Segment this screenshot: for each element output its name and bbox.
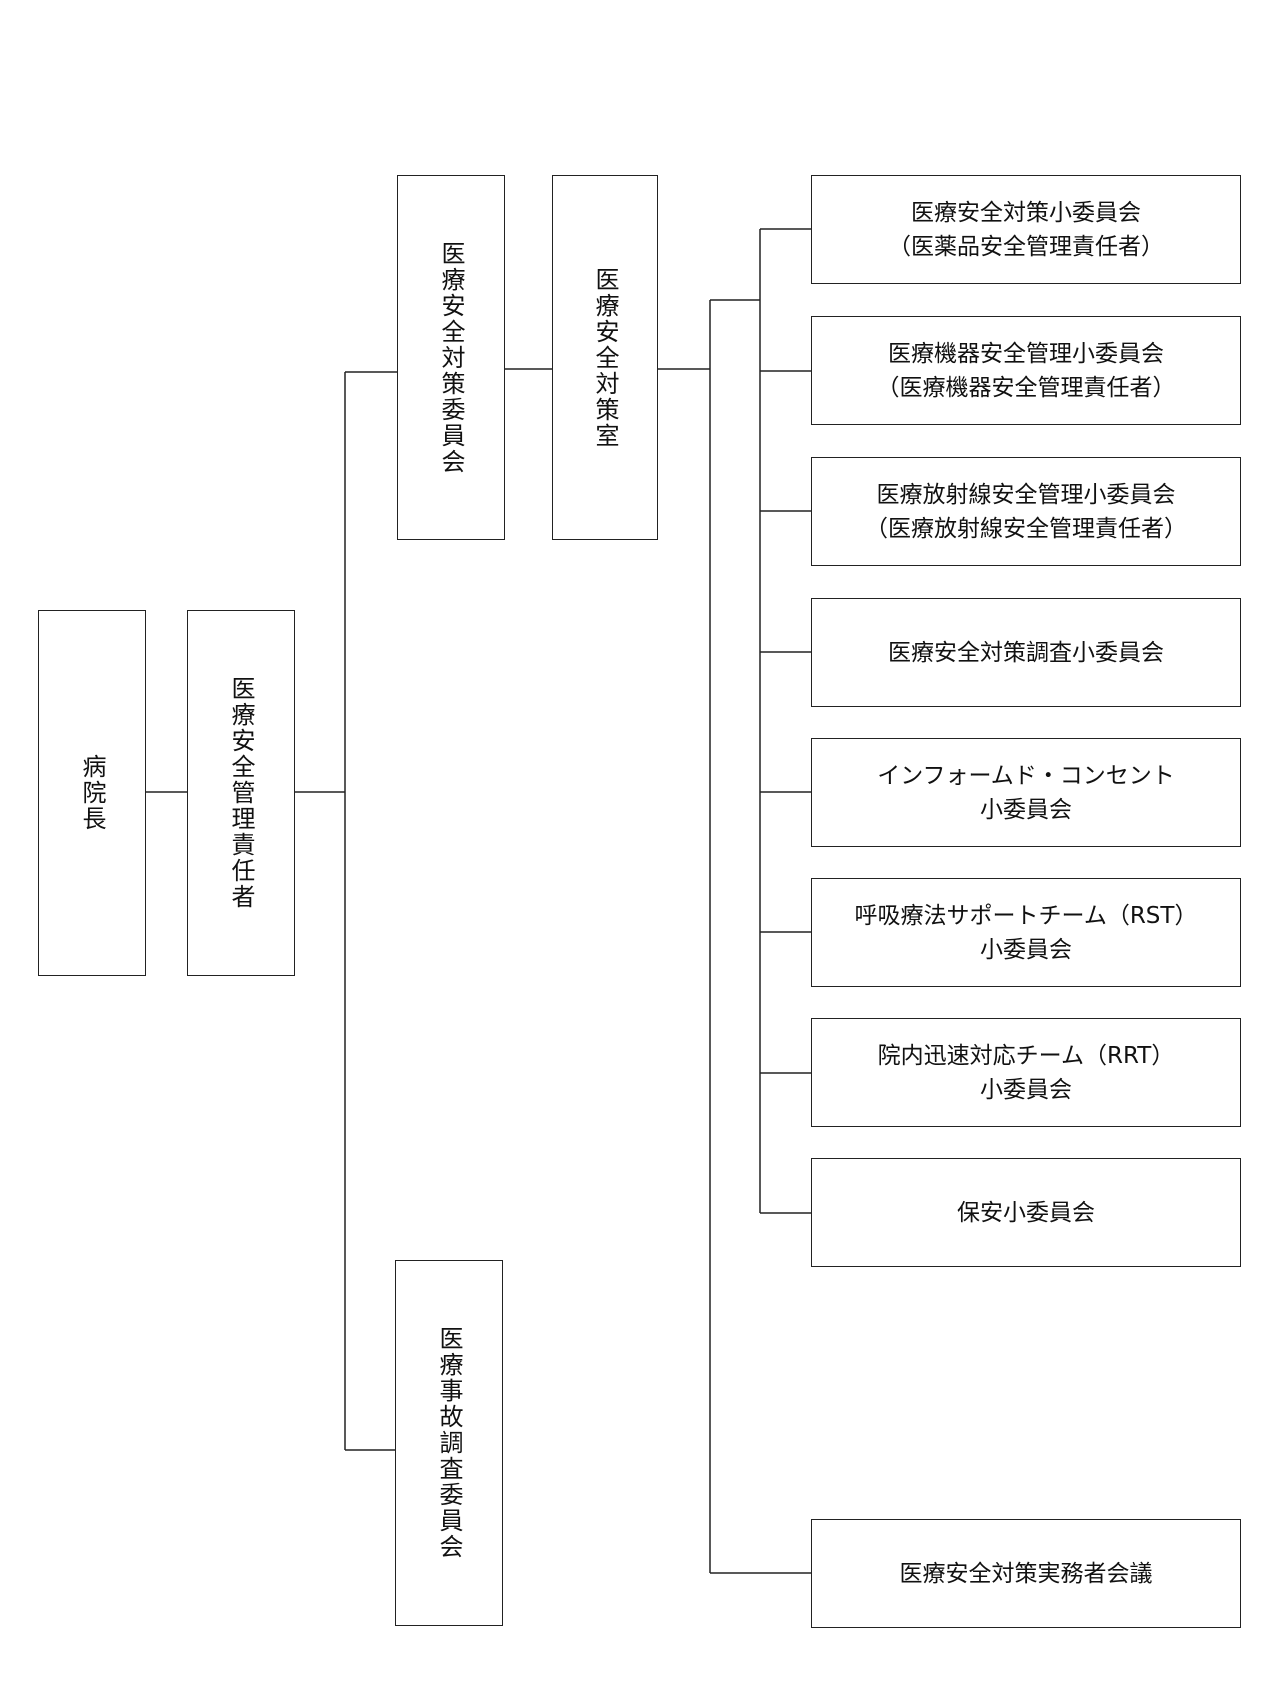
practitioners-meeting-label: 医療安全対策実務者会議 [899,1560,1153,1587]
sub-committee-box-3: 医療放射線安全管理小委員会 （医療放射線安全管理責任者） [811,457,1241,566]
sub-committee-box-2: 医療機器安全管理小委員会 （医療機器安全管理責任者） [811,316,1241,425]
sub-committee-7-line1: 院内迅速対応チーム（RRT） [877,1042,1175,1069]
sub-committee-2-line2: （医療機器安全管理責任者） [876,374,1176,401]
practitioners-meeting-box: 医療安全対策実務者会議 [811,1519,1241,1628]
sub-committee-1-line1: 医療安全対策小委員会 [911,199,1141,226]
sub-committee-8-line1: 保安小委員会 [957,1199,1095,1226]
accident-committee-label: 医療事故調査委員会 [435,1326,463,1560]
sub-committee-5-line1: インフォームド・コンセント [877,762,1175,789]
sub-committee-1-line2: （医薬品安全管理責任者） [888,233,1164,260]
safety-committee-label: 医療安全対策委員会 [437,240,465,475]
sub-committee-box-6: 呼吸療法サポートチーム（RST） 小委員会 [811,878,1241,987]
sub-committee-3-line2: （医療放射線安全管理責任者） [865,515,1187,542]
sub-committee-box-4: 医療安全対策調査小委員会 [811,598,1241,707]
sub-committee-box-5: インフォームド・コンセント 小委員会 [811,738,1241,847]
sub-committee-5-line2: 小委員会 [980,796,1072,823]
sub-committee-box-8: 保安小委員会 [811,1158,1241,1267]
sub-committee-6-line1: 呼吸療法サポートチーム（RST） [854,902,1198,929]
safety-manager-box: 医療安全管理責任者 [187,610,295,976]
sub-committee-2-line1: 医療機器安全管理小委員会 [888,340,1164,367]
accident-committee-box: 医療事故調査委員会 [395,1260,503,1626]
safety-manager-label: 医療安全管理責任者 [227,676,255,910]
hospital-director-box: 病院長 [38,610,146,976]
sub-committee-4-line1: 医療安全対策調査小委員会 [888,639,1164,666]
sub-committee-6-line2: 小委員会 [980,936,1072,963]
sub-committee-box-7: 院内迅速対応チーム（RRT） 小委員会 [811,1018,1241,1127]
sub-committee-7-line2: 小委員会 [980,1076,1072,1103]
safety-office-box: 医療安全対策室 [552,175,658,540]
safety-office-label: 医療安全対策室 [591,266,619,449]
hospital-director-label: 病院長 [78,754,106,832]
sub-committee-box-1: 医療安全対策小委員会 （医薬品安全管理責任者） [811,175,1241,284]
safety-committee-box: 医療安全対策委員会 [397,175,505,540]
sub-committee-3-line1: 医療放射線安全管理小委員会 [876,481,1176,508]
